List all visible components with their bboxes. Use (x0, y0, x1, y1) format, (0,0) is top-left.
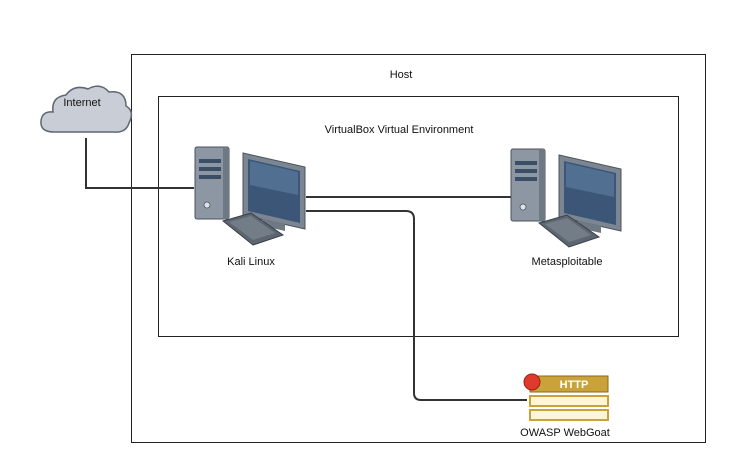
http-server-icon: HTTP (523, 373, 609, 421)
virtualbox-environment-container (158, 96, 679, 337)
http-badge-text: HTTP (560, 379, 589, 391)
metasploitable-computer-icon (510, 148, 622, 248)
owasp-webgoat-label: OWASP WebGoat (520, 427, 610, 439)
cloud-icon (40, 85, 133, 133)
connection-kali-webgoat (306, 210, 527, 401)
metasploitable-label: Metasploitable (531, 256, 603, 268)
connection-internet-kali (85, 138, 194, 189)
host-label: Host (389, 69, 413, 81)
internet-label: Internet (63, 97, 101, 109)
kali-computer-icon (194, 146, 306, 246)
kali-linux-label: Kali Linux (227, 256, 275, 268)
virtualbox-environment-label: VirtualBox Virtual Environment (324, 124, 474, 136)
host-container (131, 54, 706, 443)
